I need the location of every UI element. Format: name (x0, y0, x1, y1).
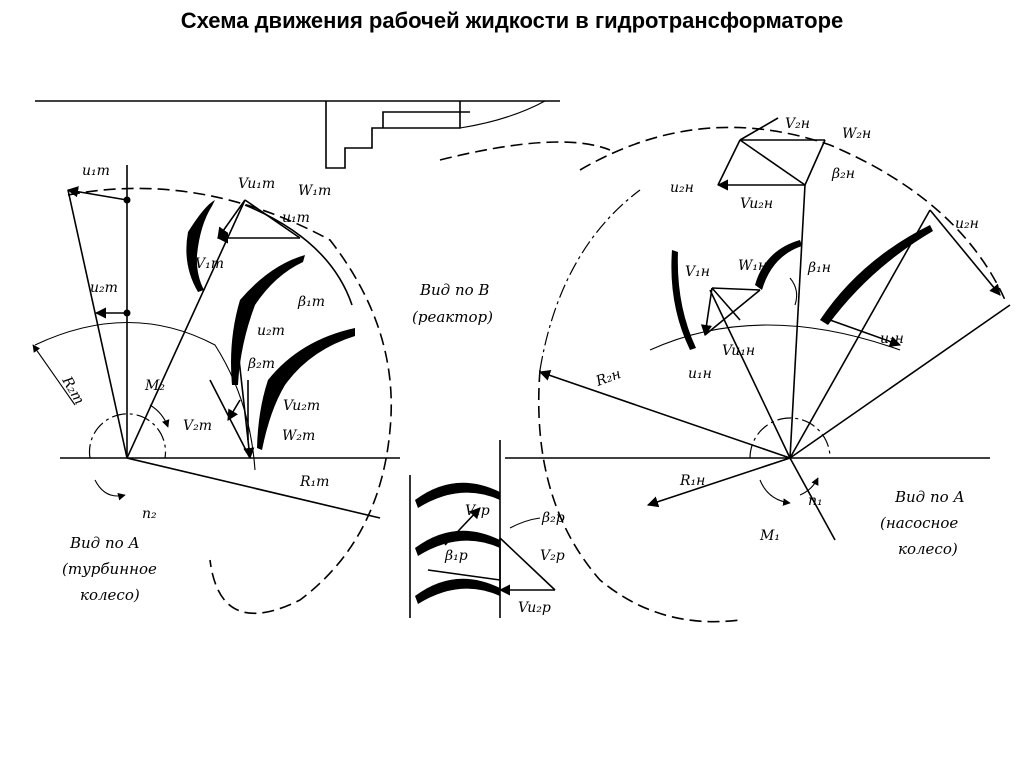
pump-blade (755, 240, 802, 290)
label-v1P: V₁р (465, 503, 490, 519)
label-R2T: R₂т (58, 373, 87, 407)
label-M2: M₂ (144, 378, 165, 394)
turbine-blade (186, 200, 215, 292)
turbine-wheel (32, 165, 400, 615)
pump-wheel (505, 117, 1011, 623)
label-v2P: V₂р (540, 548, 565, 564)
label-vu1T: Vu₁т (238, 176, 275, 192)
label-beta2H: β₂н (831, 166, 855, 182)
reactor-blade (415, 578, 500, 604)
label-beta2T: β₂т (247, 356, 275, 372)
pump-caption-line1: Вид по А (894, 488, 965, 506)
label-w2H: W₂н (842, 126, 871, 142)
housing-fragment (35, 100, 560, 169)
pump-caption-line3: колесо) (898, 540, 958, 558)
label-u1H-bottom: u₁н (688, 366, 712, 382)
label-u1T: u₁т (82, 163, 110, 179)
reactor-caption-line1: Вид по В (419, 281, 489, 299)
label-u1H: u₁н (880, 331, 904, 347)
pump-caption-line2: (насосное (880, 514, 958, 532)
label-u2H-left: u₂н (670, 180, 694, 196)
label-v2T: V₂т (183, 418, 212, 434)
turbine-blade (231, 255, 305, 385)
label-n2: n₂ (142, 506, 157, 522)
label-v2H: V₂н (785, 116, 810, 132)
label-vu2H: Vu₂н (740, 196, 773, 212)
label-w2T: W₂т (282, 428, 315, 444)
label-u1T-small: u₁т (282, 210, 310, 226)
pump-blade (671, 250, 696, 350)
label-u2T-top: u₂т (90, 280, 118, 296)
label-beta1P: β₁р (444, 548, 468, 564)
label-u2T: u₂т (257, 323, 285, 339)
reactor-blade (415, 530, 500, 556)
label-n1: n₁ (808, 493, 823, 509)
label-R1T: R₁т (299, 474, 329, 490)
label-w1H: W₁н (738, 258, 767, 274)
turbine-caption-line2: (турбинное (62, 560, 157, 578)
label-R2H: R₂н (593, 366, 623, 390)
turbine-blade (257, 328, 355, 450)
label-vu2T: Vu₂т (283, 398, 320, 414)
label-beta1H: β₁н (807, 260, 831, 276)
reactor-view (409, 141, 611, 618)
label-R1H: R₁н (679, 473, 705, 489)
label-w1T: W₁т (298, 183, 331, 199)
label-v1T: V₁т (195, 256, 224, 272)
pump-blade (820, 225, 933, 325)
label-v1H: V₁н (685, 264, 710, 280)
turbine-caption-line1: Вид по А (69, 534, 140, 552)
label-vu1H: Vu₁н (722, 343, 755, 359)
label-M1: M₁ (759, 528, 780, 544)
turbine-caption-line3: колесо) (80, 586, 140, 604)
reactor-blade (415, 482, 500, 508)
label-vu2P: Vu₂р (518, 600, 551, 616)
label-beta1T: β₁т (297, 294, 325, 310)
slide-title: Схема движения рабочей жидкости в гидрот… (180, 8, 844, 33)
label-u2H: u₂н (955, 216, 979, 232)
reactor-caption-line2: (реактор) (412, 308, 493, 326)
